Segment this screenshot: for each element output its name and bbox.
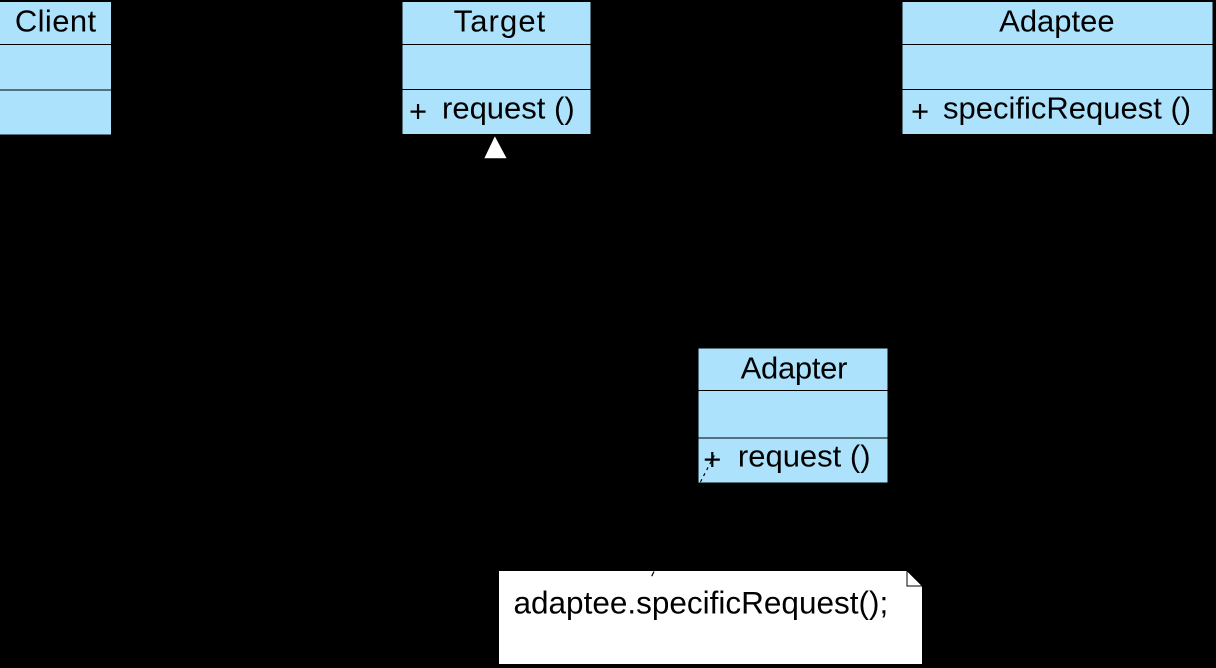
svg-text:Adapter: Adapter: [741, 351, 847, 386]
svg-text:adaptee.specificRequest();: adaptee.specificRequest();: [514, 585, 889, 621]
svg-text:Target: Target: [454, 4, 547, 39]
svg-text:Adaptee: Adaptee: [999, 4, 1115, 39]
svg-text:request (): request (): [442, 90, 575, 125]
svg-text:+: +: [911, 94, 929, 129]
svg-text:request (): request (): [738, 438, 871, 473]
svg-text:specificRequest (): specificRequest (): [943, 90, 1191, 125]
svg-text:Client: Client: [15, 4, 97, 39]
svg-text:+: +: [703, 442, 721, 477]
svg-text:+: +: [409, 94, 427, 129]
